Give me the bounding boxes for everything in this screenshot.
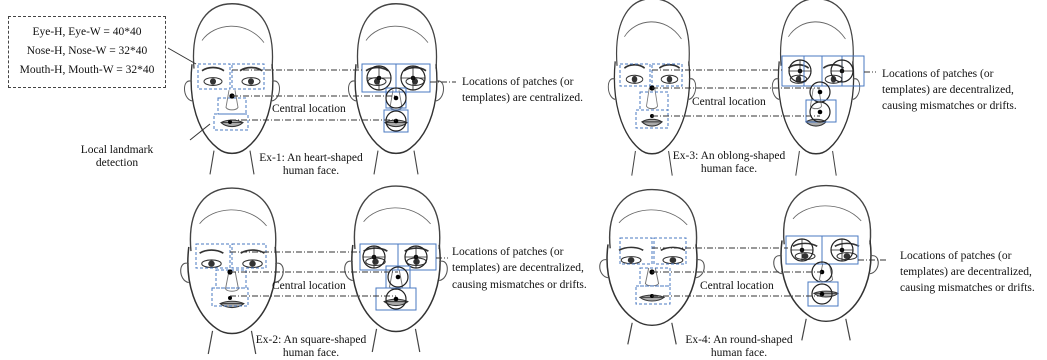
- ex1-connectors: [168, 48, 456, 140]
- ex3-note-line-2: templates) are decentralized,: [882, 84, 1014, 97]
- ex2-central-label: Central location: [272, 280, 346, 293]
- ex1-right-face: [349, 4, 444, 175]
- ex4-caption-line-1: Ex-4: An round-shaped: [664, 334, 814, 347]
- ex4-caption-line-2: human face.: [664, 347, 814, 360]
- ex3-note-line-1: Locations of patches (or: [882, 68, 993, 81]
- ex2-note-line-1: Locations of patches (or: [452, 246, 563, 259]
- ex3-caption-line-2: human face.: [654, 163, 804, 176]
- patch-size-box: Eye-H, Eye-W = 40*40 Nose-H, Nose-W = 32…: [8, 16, 166, 88]
- ex1-caption-line-2: human face.: [236, 165, 386, 178]
- ex2-left-face: [181, 188, 284, 354]
- ex1-caption-line-1: Ex-1: An heart-shaped: [236, 152, 386, 165]
- nose-size-label: Nose-H, Nose-W = 32*40: [9, 42, 165, 61]
- ex4-note-line-1: Locations of patches (or: [900, 250, 1011, 263]
- ex2-caption-line-1: Ex-2: An square-shaped: [236, 334, 386, 347]
- ex2-note-line-3: causing mismatches or drifts.: [452, 279, 587, 292]
- ex4-right-face: [774, 186, 879, 341]
- ex1-landmark-label-2: detection: [62, 157, 172, 170]
- ex1-note-line-1: Locations of patches (or: [462, 76, 573, 89]
- ex1-central-label: Central location: [272, 103, 346, 116]
- ex4-note-line-3: causing mismatches or drifts.: [900, 282, 1035, 295]
- ex1-note-line-2: templates) are centralized.: [462, 92, 583, 105]
- ex2-note-line-2: templates) are decentralized,: [452, 262, 584, 275]
- mouth-size-label: Mouth-H, Mouth-W = 32*40: [9, 61, 165, 80]
- ex4-left-face: [600, 190, 705, 345]
- ex4-note-line-2: templates) are decentralized,: [900, 266, 1032, 279]
- ex4-central-label: Central location: [700, 280, 774, 293]
- ex2-right-face: [345, 186, 448, 352]
- ex3-caption-line-1: Ex-3: An oblong-shaped: [654, 150, 804, 163]
- ex1-landmark-label-1: Local landmark: [62, 144, 172, 157]
- ex3-note-line-3: causing mismatches or drifts.: [882, 100, 1017, 113]
- ex2-caption-line-2: human face.: [236, 347, 386, 360]
- eye-size-label: Eye-H, Eye-W = 40*40: [9, 23, 165, 42]
- ex1-left-face: [185, 4, 280, 175]
- ex3-central-label: Central location: [692, 96, 766, 109]
